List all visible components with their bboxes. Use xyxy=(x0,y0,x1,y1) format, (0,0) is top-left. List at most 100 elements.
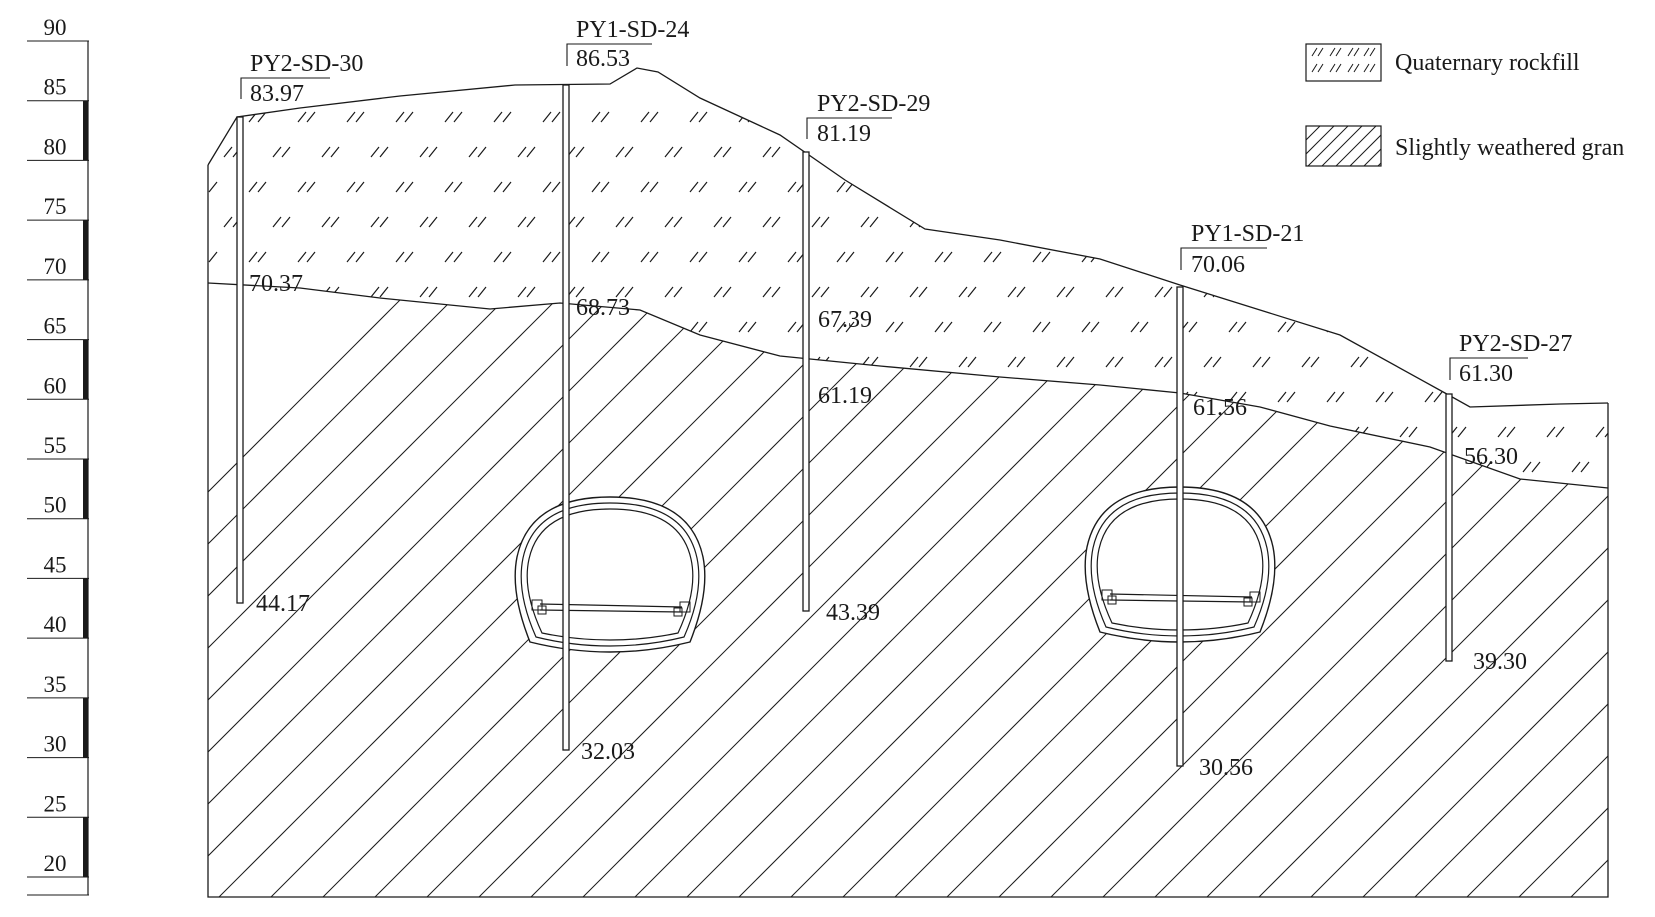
rockfill-mark xyxy=(542,391,561,403)
rockfill-mark xyxy=(1056,426,1075,438)
rockfill-mark xyxy=(1350,356,1369,368)
rockfill-mark xyxy=(983,321,1002,333)
rockfill-mark xyxy=(615,356,634,368)
rockfill-mark xyxy=(664,356,683,368)
rockfill-mark xyxy=(1130,251,1149,263)
rockfill-mark xyxy=(468,356,487,368)
rockfill-mark xyxy=(468,426,487,438)
rockfill-mark xyxy=(370,146,389,158)
rockfill-mark xyxy=(346,251,365,263)
rockfill-mark xyxy=(1326,111,1345,123)
rockfill-mark xyxy=(1522,181,1541,193)
rockfill-mark xyxy=(763,497,780,507)
rockfill-mark xyxy=(689,321,708,333)
rockfill-mark xyxy=(248,321,267,333)
rockfill-mark xyxy=(420,497,437,507)
rockfill-mark xyxy=(1057,497,1074,507)
rockfill-mark xyxy=(1522,391,1541,403)
rockfill-mark xyxy=(1595,286,1608,298)
rockfill-mark xyxy=(909,146,928,158)
rockfill-mark xyxy=(983,461,1002,473)
rockfill-mark xyxy=(983,391,1002,403)
rockfill-mark xyxy=(321,146,340,158)
ground-surface-line xyxy=(207,67,1609,408)
rockfill-mark xyxy=(1130,111,1149,123)
rockfill-mark xyxy=(1347,47,1360,57)
rockfill-mark xyxy=(1277,181,1296,193)
hatch-line xyxy=(1307,283,1608,897)
rockfill-mark xyxy=(664,426,683,438)
rockfill-mark xyxy=(713,426,732,438)
rockfill-mark xyxy=(591,181,610,193)
rockfill-mark xyxy=(1375,321,1394,333)
rockfill-mark xyxy=(272,216,291,228)
borehole-interface-elevation: 70.37 xyxy=(249,271,303,297)
rockfill-mark xyxy=(958,216,977,228)
rockfill-mark xyxy=(1497,216,1516,228)
rockfill-mark xyxy=(1350,216,1369,228)
rockfill-mark xyxy=(248,391,267,403)
rockfill-mark xyxy=(811,426,830,438)
hatch-line xyxy=(839,283,1608,897)
rockfill-mark xyxy=(1522,111,1541,123)
rockfill-mark xyxy=(1326,251,1345,263)
rockfill-mark xyxy=(346,181,365,193)
rockfill-mark xyxy=(1301,286,1320,298)
hatch-line xyxy=(475,283,1377,897)
rockfill-mark xyxy=(1179,111,1198,123)
borehole-interface-elevation: 56.30 xyxy=(1464,444,1518,470)
rockfill-mark xyxy=(248,251,267,263)
rockfill-mark xyxy=(1375,461,1394,473)
rockfill-mark xyxy=(346,321,365,333)
rockfill-mark xyxy=(640,321,659,333)
rockfill-mark xyxy=(1228,461,1247,473)
rockfill-mark xyxy=(1595,356,1608,368)
rockfill-mark xyxy=(640,181,659,193)
rockfill-mark xyxy=(713,216,732,228)
rockfill-mark xyxy=(542,251,561,263)
rockfill-mark xyxy=(591,391,610,403)
rockfill-mark xyxy=(983,251,1002,263)
rockfill-mark xyxy=(1329,63,1342,73)
hatch-line xyxy=(891,283,1608,897)
rockfill-mark xyxy=(370,426,389,438)
rockfill-mark xyxy=(738,321,757,333)
rockfill-mark xyxy=(322,497,339,507)
tunnel-left xyxy=(514,496,706,653)
borehole-interface-elevation: 67.39 xyxy=(818,307,872,333)
rockfill-mark xyxy=(1571,391,1590,403)
hatch-line xyxy=(1359,283,1608,897)
hatch-line xyxy=(208,283,701,897)
rockfill-mark xyxy=(1399,286,1418,298)
rockfill-mark xyxy=(958,356,977,368)
rockfill-mark xyxy=(1424,391,1443,403)
borehole-top-elevation: 81.19 xyxy=(817,121,871,147)
borehole-id: PY2-SD-29 xyxy=(817,91,930,117)
rockfill-mark xyxy=(419,146,438,158)
rockfill-mark xyxy=(1522,251,1541,263)
rockfill-mark xyxy=(1448,286,1467,298)
rockfill-mark xyxy=(934,461,953,473)
rockfill-mark xyxy=(1081,111,1100,123)
rockfill-mark xyxy=(591,111,610,123)
axis-tick-label: 65 xyxy=(44,314,67,339)
axis-scale-bar xyxy=(83,817,88,877)
rockfill-mark xyxy=(1546,426,1565,438)
rockfill-mark xyxy=(1008,497,1025,507)
rockfill-mark xyxy=(1228,321,1247,333)
rockfill-mark xyxy=(1424,251,1443,263)
rockfill-mark xyxy=(1326,391,1345,403)
axis-scale-bar xyxy=(83,459,88,519)
rockfill-mark xyxy=(1522,461,1541,473)
axis-tick-label: 60 xyxy=(44,373,67,398)
rockfill-mark xyxy=(885,181,904,193)
rockfill-mark xyxy=(1571,321,1590,333)
rockfill-mark xyxy=(370,356,389,368)
rockfill-mark xyxy=(444,321,463,333)
rockfill-mark xyxy=(1301,216,1320,228)
rockfill-mark xyxy=(208,251,218,263)
rockfill-mark xyxy=(885,461,904,473)
axis-tick-label: 35 xyxy=(44,672,67,697)
rockfill-mark xyxy=(1203,426,1222,438)
